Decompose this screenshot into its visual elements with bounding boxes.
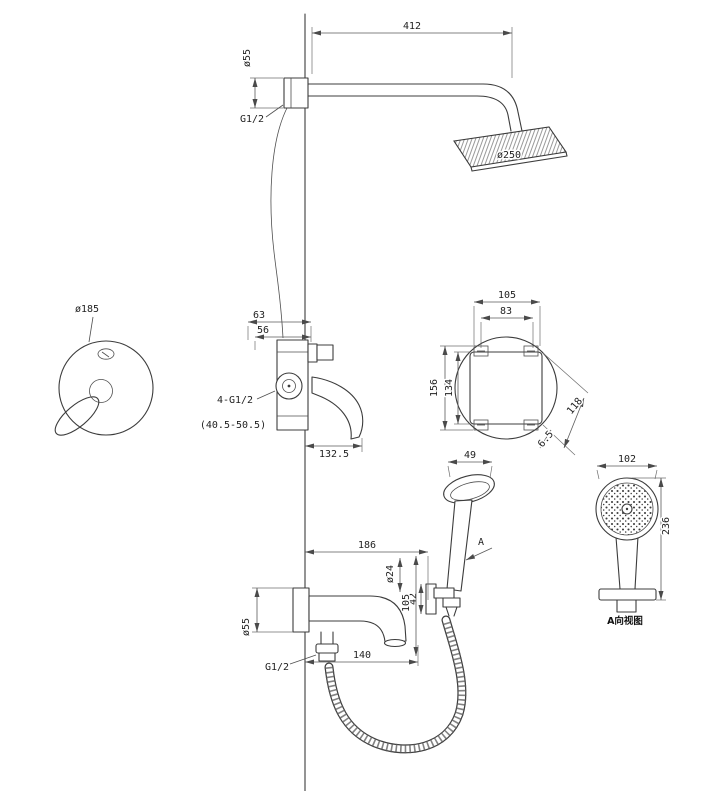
dim-depth-outer-label: 63 — [253, 310, 265, 321]
dim-box-diagonal-label: 118 — [565, 396, 585, 417]
dim-box-diagonal: 118 6.5 — [535, 352, 589, 456]
spout-wall-flange — [292, 587, 310, 633]
dim-depth-outer: 63 — [247, 309, 311, 340]
handheld-bracket-side — [425, 583, 461, 617]
rain-shower-head: ø250 — [453, 126, 568, 172]
valve-knob — [316, 344, 334, 361]
valve-thread-callout: 4-G1/2 — [215, 390, 276, 408]
view-caption: A向视图 — [607, 615, 643, 627]
dim-box-width-inner-label: 83 — [500, 306, 512, 317]
thread-top-label: G1/2 — [240, 114, 264, 125]
dim-arm-length-label: 412 — [403, 21, 421, 32]
dim-valve-width-label: 132.5 — [319, 449, 349, 460]
valve-trim-step-top — [307, 343, 318, 363]
dim-flange-dia-top: ø55 — [241, 47, 283, 109]
dim-box-height-inner: 134 — [443, 351, 470, 425]
dim-spout-flange-dia-label: ø55 — [241, 618, 252, 636]
dim-box-height-outer: 156 — [428, 345, 473, 431]
handheld-handle-front — [615, 535, 639, 590]
thread-bottom-label: G1/2 — [265, 662, 289, 673]
dim-trim-dia-label: ø185 — [75, 304, 99, 315]
dim-hand-head-width: 49 — [447, 449, 493, 479]
dim-spout-reach-total-label: 186 — [358, 540, 376, 551]
cartridge-inner — [282, 379, 296, 393]
box-circle — [454, 336, 558, 440]
dim-flange-dia-top-label: ø55 — [242, 49, 253, 67]
overhead-arm-view: 412 ø55 ø250 G1/2 — [238, 20, 568, 172]
view-direction-arrow: A — [465, 536, 493, 561]
thread-callout-top: G1/2 — [238, 104, 284, 127]
depth-range-label: (40.5-50.5) — [200, 420, 266, 431]
tub-spout-view: 186 ø24 105 140 ø55 — [240, 539, 429, 675]
valve-side-view: 63 56 4-G1/2 (40.5-50.5) 132.5 — [198, 309, 364, 462]
dim-trim-dia: ø185 — [73, 303, 101, 343]
dim-box-width-outer-label: 105 — [498, 290, 516, 301]
lever-handle-front — [54, 396, 100, 436]
box-corner-tabs — [473, 345, 539, 431]
dim-spout-drop: 105 — [400, 556, 419, 656]
box-square — [469, 351, 543, 425]
dim-face-width: 102 — [596, 453, 658, 480]
handle-hub — [89, 379, 113, 403]
dim-spout-tip-dia: ø24 — [384, 558, 403, 592]
concealed-pipe-curve — [270, 105, 289, 339]
rough-in-box-view: 105 83 156 134 — [428, 289, 589, 456]
handheld-bracket-front — [598, 588, 657, 613]
dim-spout-flange-dia: ø55 — [240, 587, 293, 638]
dim-spout-reach-total: 186 — [305, 539, 429, 600]
dim-spout-tip-dia-label: ø24 — [385, 565, 396, 583]
dim-hand-head-width-label: 49 — [464, 450, 476, 461]
dim-box-height-inner-label: 134 — [444, 379, 455, 397]
trim-plate-circle — [58, 340, 154, 436]
diverter-hose-outlet — [315, 631, 339, 662]
arm-wall-flange — [283, 77, 309, 109]
dim-arm-length: 412 — [311, 20, 513, 78]
dim-box-height-outer-label: 156 — [429, 379, 440, 397]
dim-face-width-label: 102 — [618, 454, 636, 465]
handheld-shower-face-view: 102 236 A向视图 — [595, 453, 674, 629]
handheld-handle-side — [446, 499, 473, 592]
shower-arm-outer — [307, 83, 523, 132]
dim-box-offset-label: 6.5 — [536, 429, 556, 450]
thread-callout-bottom: G1/2 — [263, 654, 317, 675]
dim-face-height: 236 — [632, 477, 674, 601]
dim-spout-drop-label: 105 — [401, 594, 412, 612]
handheld-shower-side-view: 49 A 42 — [407, 449, 495, 617]
valve-threads-label: 4-G1/2 — [217, 395, 253, 406]
trim-plate-front-view: ø185 — [54, 303, 154, 436]
spout-outlet — [383, 638, 407, 648]
diverter-opening — [97, 348, 115, 360]
dim-valve-width: 132.5 — [305, 438, 363, 462]
dim-depth-inner: 56 — [254, 324, 312, 350]
dim-spout-reach: 140 — [305, 645, 419, 666]
dim-box-width-outer: 105 — [473, 289, 541, 346]
dim-spout-reach-label: 140 — [353, 650, 371, 661]
dim-depth-inner-label: 56 — [257, 325, 269, 336]
dim-face-height-label: 236 — [661, 517, 672, 535]
shower-hose — [324, 615, 467, 754]
view-arrow-label: A — [478, 537, 484, 548]
shower-arm-inner — [307, 95, 512, 132]
lever-handle-side — [311, 376, 364, 440]
dim-head-dia-label: ø250 — [497, 150, 521, 161]
dim-box-width-inner: 83 — [480, 305, 534, 348]
spout-body — [308, 595, 407, 643]
